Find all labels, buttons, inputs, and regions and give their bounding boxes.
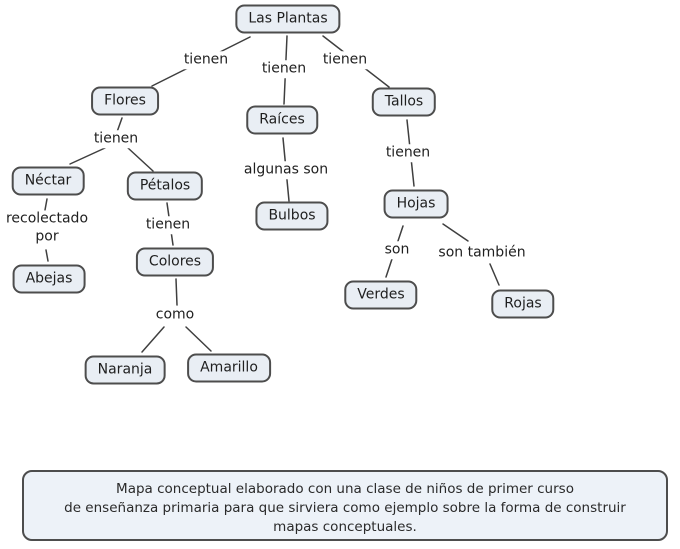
node-nectar: Néctar xyxy=(11,166,85,196)
node-petalos: Pétalos xyxy=(126,171,204,201)
edge-label-plantas-tallos: tienen xyxy=(320,51,370,69)
edge-line xyxy=(442,223,469,242)
edge-line xyxy=(175,278,178,306)
node-hojas: Hojas xyxy=(383,189,449,219)
edge-label-plantas-raices: tienen xyxy=(259,60,309,78)
node-bulbos: Bulbos xyxy=(255,201,329,231)
edge-label-raices-bulbos: algunas son xyxy=(241,161,331,179)
node-colores: Colores xyxy=(135,247,215,277)
caption-line: mapas conceptuales. xyxy=(273,519,417,535)
edge-line xyxy=(489,263,500,286)
node-verdes: Verdes xyxy=(344,280,418,310)
edge-label-flores-hijos: tienen xyxy=(91,130,141,148)
edge-label-hojas-verdes: son xyxy=(382,241,412,259)
edge-label-petalos-colores: tienen xyxy=(143,216,193,234)
edge-line xyxy=(44,198,48,211)
edge-label-hojas-rojas: son también xyxy=(436,244,528,262)
node-tallos: Tallos xyxy=(371,87,437,117)
node-las-plantas: Las Plantas xyxy=(235,4,341,34)
edge-label-plantas-flores: tienen xyxy=(181,51,231,69)
edge-lines xyxy=(44,35,500,353)
node-abejas: Abejas xyxy=(12,264,86,294)
edge-line xyxy=(45,249,49,262)
edge-label-tallos-hojas: tienen xyxy=(383,144,433,162)
edge-line xyxy=(116,117,123,133)
caption-line: de enseñanza primaria para que sirviera … xyxy=(64,500,626,516)
node-naranja: Naranja xyxy=(84,355,166,385)
caption-box: Mapa conceptual elaborado con una clase … xyxy=(22,470,668,541)
caption-line: Mapa conceptual elaborado con una clase … xyxy=(116,481,574,497)
node-flores: Flores xyxy=(91,86,159,116)
node-raices: Raíces xyxy=(246,105,318,135)
edge-line xyxy=(127,147,154,172)
edge-line xyxy=(69,147,106,165)
edge-line xyxy=(141,326,165,353)
node-rojas: Rojas xyxy=(491,289,555,319)
node-amarillo: Amarillo xyxy=(187,353,271,383)
edge-label-nectar-abejas: recolectado por xyxy=(0,210,97,246)
edge-line xyxy=(185,326,212,352)
edge-label-colores-hijos: como xyxy=(153,306,197,324)
